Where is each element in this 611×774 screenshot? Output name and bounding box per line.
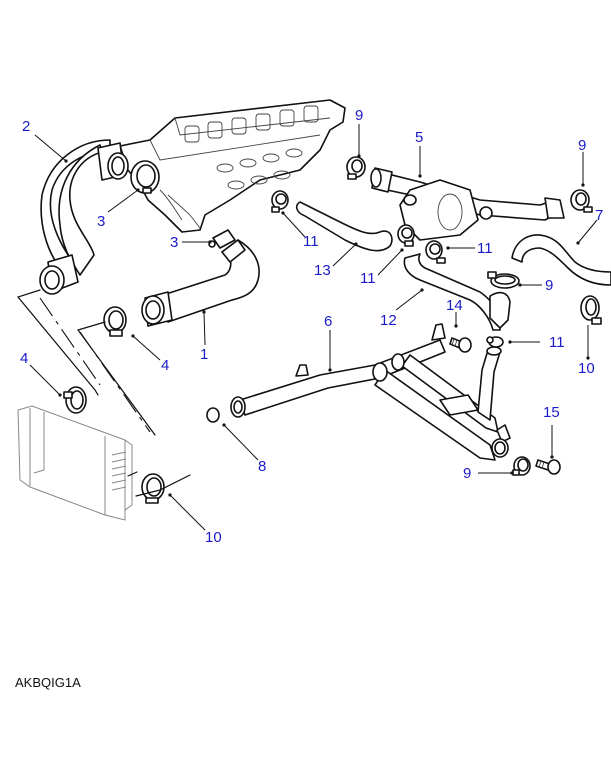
hose-clip-4-lower bbox=[63, 386, 87, 414]
cylinder-head bbox=[119, 99, 346, 233]
callout-7: 7 bbox=[595, 207, 604, 224]
hose-clip-11-b bbox=[397, 224, 415, 247]
callout-11-b: 11 bbox=[360, 270, 376, 287]
callout-6: 6 bbox=[324, 313, 333, 330]
lower-radiator-hose bbox=[141, 239, 260, 327]
callout-9-bottom: 9 bbox=[463, 465, 472, 482]
hose-clip-10-right bbox=[580, 295, 602, 325]
upper-radiator-hose bbox=[39, 139, 129, 295]
thermostat-housing-pipe bbox=[370, 167, 565, 241]
bolt-14 bbox=[449, 337, 472, 353]
callout-9-mid: 9 bbox=[545, 277, 554, 294]
callout-5: 5 bbox=[415, 129, 424, 146]
callout-4-upper: 4 bbox=[161, 357, 170, 374]
hose-clip-11-c bbox=[425, 240, 446, 264]
hose-clip-9-top-right bbox=[570, 189, 593, 213]
hose-clip-4-upper bbox=[103, 306, 127, 337]
bolt-15 bbox=[535, 459, 561, 475]
figure-code: AKBQIG1A bbox=[15, 675, 81, 690]
hose-clip-11-a bbox=[271, 190, 289, 213]
callout-8: 8 bbox=[258, 458, 267, 475]
callout-13: 13 bbox=[314, 262, 331, 279]
hose-clip-10-radiator bbox=[141, 473, 165, 504]
callout-3-head: 3 bbox=[97, 213, 106, 230]
hose-7 bbox=[511, 234, 611, 286]
assembly-lines bbox=[16, 289, 191, 497]
callout-11-a: 11 bbox=[303, 233, 319, 250]
callout-1: 1 bbox=[200, 346, 209, 363]
hose-clip-9-bottom bbox=[512, 456, 531, 476]
callout-10-radiator: 10 bbox=[205, 529, 222, 546]
hose-clip-9-top-left bbox=[346, 156, 366, 180]
radiator bbox=[17, 405, 133, 521]
leader-lines bbox=[29, 124, 598, 531]
hose-clip-11-d bbox=[486, 336, 504, 348]
hose-13 bbox=[295, 201, 393, 252]
coolant-rail-pipe bbox=[230, 323, 511, 461]
callout-3-lower: 3 bbox=[170, 234, 179, 251]
callout-12: 12 bbox=[380, 312, 397, 329]
callout-9-top-right: 9 bbox=[578, 137, 587, 154]
callout-15: 15 bbox=[543, 404, 560, 421]
callout-11-c: 11 bbox=[477, 240, 493, 257]
callout-14: 14 bbox=[446, 297, 463, 314]
callout-2: 2 bbox=[22, 118, 31, 135]
hose-clip-3-head bbox=[130, 160, 160, 194]
hose-12 bbox=[403, 253, 511, 331]
callout-4-lower: 4 bbox=[20, 350, 29, 367]
o-ring-8 bbox=[206, 407, 220, 423]
hose-clip-3-lower bbox=[208, 229, 236, 249]
callout-9-top-left: 9 bbox=[355, 107, 364, 124]
callout-11-d: 11 bbox=[549, 334, 565, 351]
hose-clip-9-mid bbox=[487, 271, 520, 289]
callout-10-right: 10 bbox=[578, 360, 595, 377]
